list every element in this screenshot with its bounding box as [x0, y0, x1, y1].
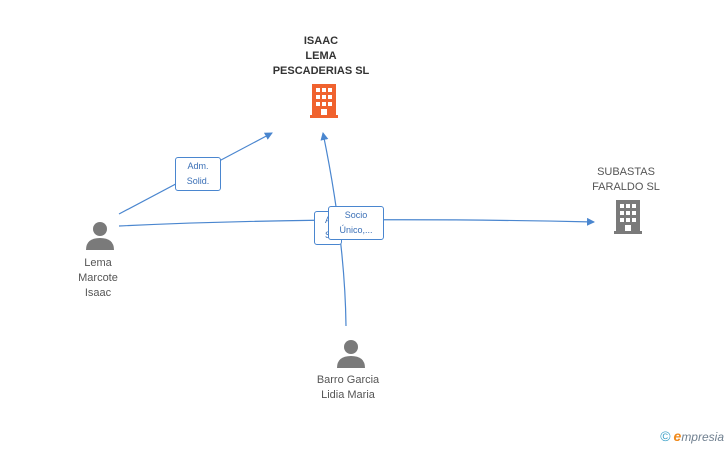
main-company-label[interactable]: ISAAC LEMA PESCADERIAS SL: [272, 35, 370, 77]
brand-name: mpresia: [681, 430, 724, 444]
subastas-faraldo-label[interactable]: SUBASTAS FARALDO SL: [592, 166, 660, 193]
person-lema-label[interactable]: Lema Marcote Isaac: [78, 257, 118, 299]
building-icon[interactable]: [310, 84, 340, 118]
person-icon[interactable]: [335, 338, 367, 368]
edge-label-adm-solid[interactable]: Adm. Solid.: [175, 157, 221, 191]
person-barro-label[interactable]: Barro Garcia Lidia Maria: [316, 374, 380, 401]
empresia-logo: ©empresia: [660, 428, 724, 444]
copyright-symbol: ©: [660, 428, 671, 444]
person-icon[interactable]: [84, 220, 116, 250]
brand-initial: e: [673, 428, 682, 444]
building-icon[interactable]: [614, 200, 644, 234]
edge-label-socio-unico[interactable]: Socio Único,...: [328, 206, 384, 240]
